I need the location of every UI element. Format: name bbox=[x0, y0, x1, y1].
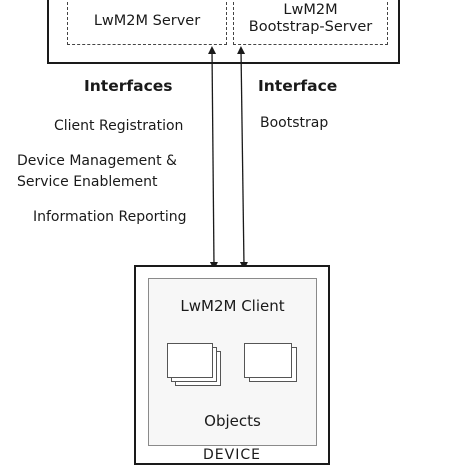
client-device-box: LwM2M Client Objects bbox=[134, 265, 330, 465]
information-reporting-label: Information Reporting bbox=[33, 209, 187, 225]
service-enablement-label: Service Enablement bbox=[17, 174, 158, 190]
lwm2m-client-label: LwM2M Client bbox=[180, 297, 285, 315]
interface-heading: Interface bbox=[258, 77, 338, 95]
bootstrap-arrow bbox=[237, 46, 248, 270]
client-registration-label: Client Registration bbox=[54, 118, 184, 134]
server-enclosure: LwM2M Server LwM2M Bootstrap-Server bbox=[47, 0, 400, 64]
bootstrap-server-label-line2: Bootstrap-Server bbox=[248, 19, 373, 35]
interfaces-heading: Interfaces bbox=[84, 77, 173, 95]
interface-arrows bbox=[208, 46, 248, 270]
registration-arrow bbox=[208, 46, 218, 270]
object-right-front-icon bbox=[244, 343, 292, 378]
device-management-label: Device Management & bbox=[17, 153, 177, 169]
lwm2m-server-label: LwM2M Server bbox=[93, 13, 201, 29]
lwm2m-client-box: LwM2M Client Objects bbox=[148, 278, 317, 446]
bootstrap-label: Bootstrap bbox=[260, 115, 329, 131]
bootstrap-server-label-line1: LwM2M bbox=[283, 2, 338, 18]
lwm2m-server-box: LwM2M Server bbox=[67, 0, 227, 45]
device-label: DEVICE bbox=[203, 447, 261, 463]
bootstrap-server-box: LwM2M Bootstrap-Server bbox=[233, 0, 388, 45]
objects-label: Objects bbox=[204, 412, 261, 430]
object-stack-front-icon bbox=[167, 343, 213, 378]
